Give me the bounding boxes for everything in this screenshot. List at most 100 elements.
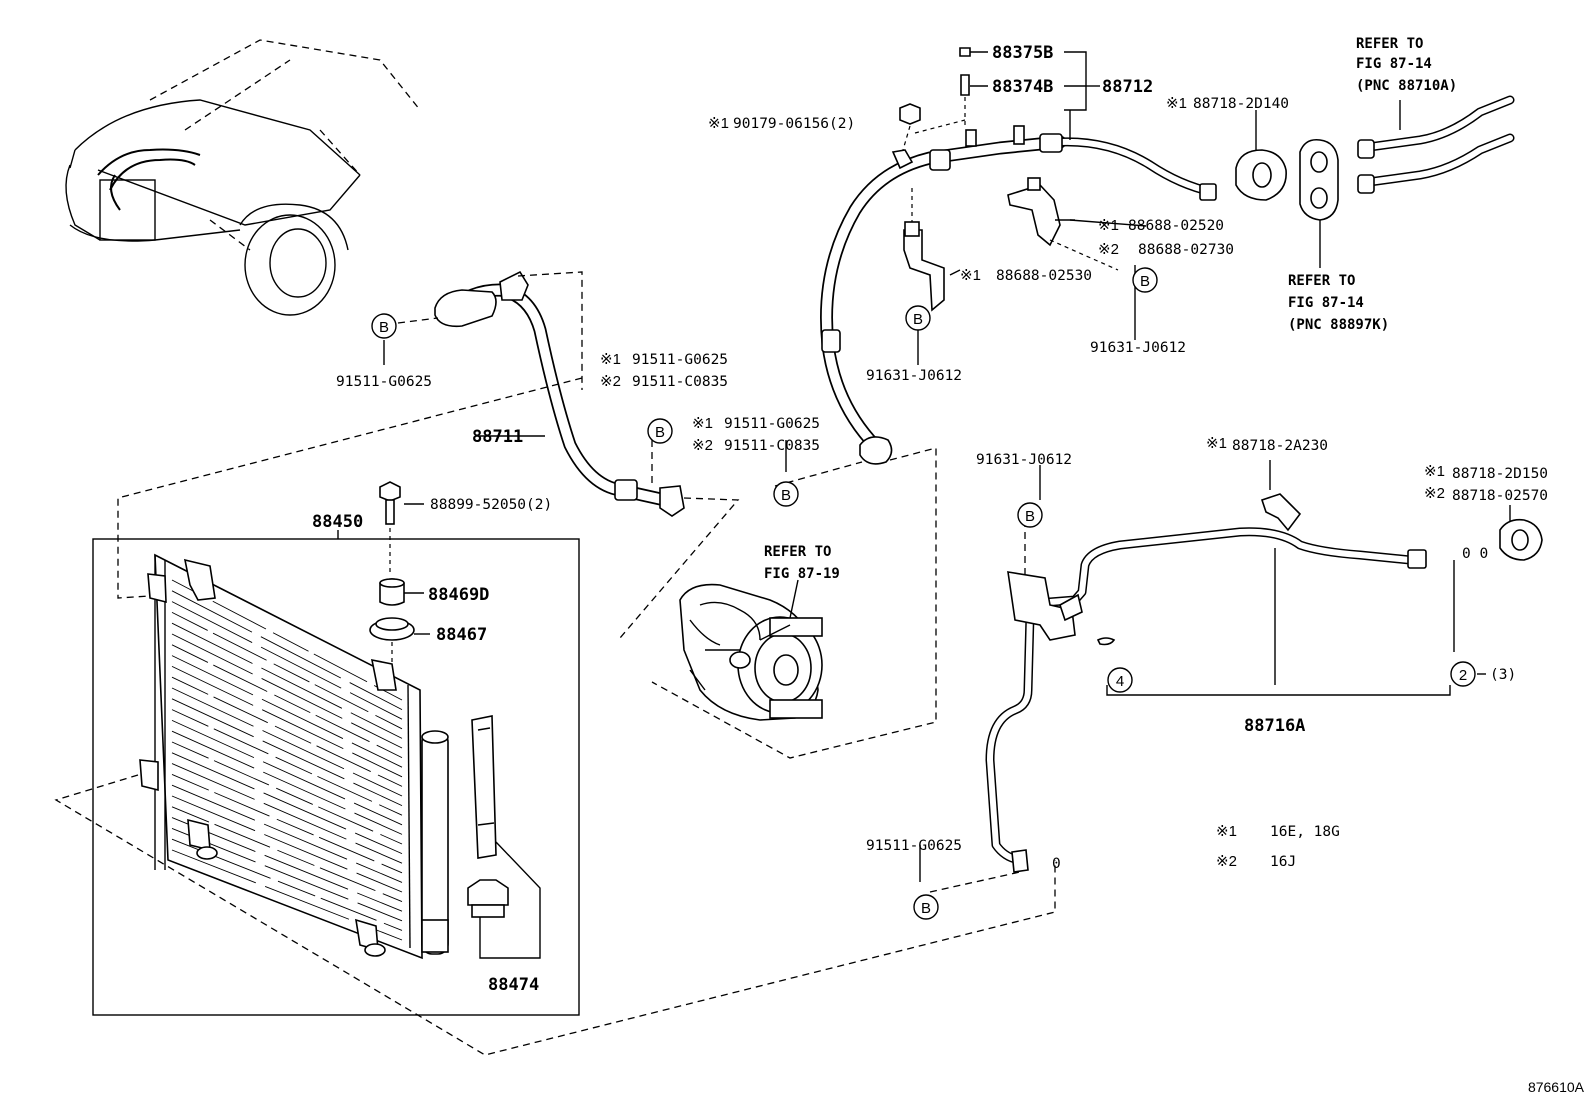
condenser-fin [171, 730, 403, 835]
note-mark-2: ※2 [600, 373, 621, 390]
svg-text:REFER TO: REFER TO [1356, 36, 1423, 52]
condenser-fin [171, 795, 403, 893]
condenser-fin [171, 709, 403, 816]
condenser-88450 [139, 553, 449, 960]
svg-text:REFER TO: REFER TO [764, 544, 831, 560]
label-88716a: 88716A [1244, 716, 1305, 736]
legend-text-2: 16J [1270, 854, 1296, 870]
cap-88469d [379, 578, 424, 606]
label-88712: 88712 [1102, 77, 1153, 97]
grommet-88718-2d150 [1499, 505, 1543, 561]
legend-mark-2: ※2 [1216, 853, 1237, 870]
note-mark-2: ※2 [1098, 241, 1119, 258]
condenser-frame-box [92, 538, 580, 1016]
b-marker-4: B [905, 305, 931, 331]
grommet-88467 [369, 617, 430, 662]
bolt-88899 [379, 481, 401, 575]
label-91511-g0625-b: 91511-G0625 [632, 352, 728, 368]
condenser-fin [171, 622, 403, 739]
count-marker-2: 2 [1450, 661, 1476, 687]
label-88718-2a230: 88718-2A230 [1232, 438, 1328, 454]
svg-text:4: 4 [1116, 673, 1124, 690]
pipe-88716a [985, 527, 1427, 873]
label-88718-2d140: 88718-2D140 [1193, 96, 1289, 112]
label-91511-g0625-d: 91511-G0625 [866, 838, 962, 854]
clamp-88718-2a230 [1260, 460, 1302, 685]
label-88469d: 88469D [428, 585, 489, 605]
condenser-fin [171, 752, 403, 855]
b-marker-6: B [1017, 502, 1043, 528]
hose-assembly-88712 [820, 47, 1217, 465]
filter-88474 [467, 715, 541, 959]
note-mark-1: ※1 [600, 351, 621, 368]
label-91631-j0612-a: 91631-J0612 [866, 368, 962, 384]
plate-88897k [1299, 138, 1339, 268]
label-88467: 88467 [436, 625, 487, 645]
label-88688-02520: 88688-02520 [1128, 218, 1224, 234]
svg-text:(PNC 88897K): (PNC 88897K) [1288, 317, 1389, 333]
svg-text:FIG 87-14: FIG 87-14 [1288, 295, 1364, 311]
refer-fig-87-14-pnc-88897k: REFER TO FIG 87-14 (PNC 88897K) [1288, 273, 1389, 333]
condenser-fin [171, 838, 403, 931]
label-90179: 90179-06156(2) [733, 116, 855, 132]
svg-text:FIG 87-19: FIG 87-19 [764, 566, 840, 582]
b-marker-5: B [1132, 267, 1158, 293]
svg-text:REFER TO: REFER TO [1288, 273, 1355, 289]
bracket-88688-02530 [903, 188, 961, 312]
condenser-fin [171, 579, 403, 701]
label-91511-g0625-c: 91511-G0625 [724, 416, 820, 432]
svg-text:B: B [1025, 508, 1035, 525]
condenser-fin [171, 644, 403, 759]
svg-text:B: B [921, 900, 931, 917]
o-ring-text: 0 [1052, 856, 1061, 872]
note-mark-1: ※1 [1166, 95, 1187, 112]
refer-fig-87-14-pnc-88710a: REFER TO FIG 87-14 (PNC 88710A) [1356, 36, 1457, 94]
label-88474: 88474 [488, 975, 539, 995]
nut-90179 [899, 103, 966, 151]
b-marker-2: B [647, 418, 673, 444]
note-mark-1: ※1 [1424, 463, 1445, 480]
condenser-fin [171, 687, 403, 797]
condenser-fin [171, 633, 403, 749]
label-88374b: 88374B [992, 77, 1053, 97]
svg-text:B: B [655, 424, 665, 441]
label-88450: 88450 [312, 512, 363, 532]
b-marker-1: B [371, 313, 397, 339]
condenser-fin [171, 763, 403, 864]
footnote-legend: ※1 16E, 18G ※2 16J [1216, 823, 1340, 870]
svg-text:FIG 87-14: FIG 87-14 [1356, 56, 1432, 72]
label-91631-j0612-b: 91631-J0612 [1090, 340, 1186, 356]
condenser-fin [171, 665, 403, 778]
svg-text:2: 2 [1459, 667, 1467, 684]
condenser-fin [171, 784, 403, 883]
svg-text:(PNC 88710A): (PNC 88710A) [1356, 78, 1457, 94]
condenser-fin [171, 590, 403, 710]
note-mark-1: ※1 [692, 415, 713, 432]
condenser-fin [171, 719, 403, 826]
condenser-fin [171, 698, 403, 807]
condenser-fin [171, 655, 403, 768]
legend-text-1: 16E, 18G [1270, 824, 1340, 840]
condenser-fin [171, 773, 403, 874]
figure-id: 876610A [1528, 1079, 1585, 1095]
refer-fig-87-19: REFER TO FIG 87-19 [764, 544, 840, 582]
hose-88711 [434, 270, 685, 517]
condenser-fin [171, 817, 403, 912]
note-mark-1: ※1 [960, 267, 981, 284]
pipe-ends-88710a [1357, 95, 1515, 194]
b-marker-7: B [913, 894, 939, 920]
qty-3-text: (3) [1490, 667, 1516, 683]
condenser-fin [171, 676, 403, 787]
svg-text:B: B [379, 319, 389, 336]
svg-text:B: B [913, 311, 923, 328]
label-88688-02730: 88688-02730 [1138, 242, 1234, 258]
label-91511-c0835-c: 91511-C0835 [724, 438, 820, 454]
note-mark-1: ※1 [1206, 435, 1227, 452]
label-88375b: 88375B [992, 43, 1053, 63]
compressor-illustration [679, 579, 823, 721]
count-marker-4: 4 [1107, 667, 1133, 693]
condenser-fin [171, 806, 403, 903]
condenser-fin [171, 827, 403, 922]
legend-mark-1: ※1 [1216, 823, 1237, 840]
